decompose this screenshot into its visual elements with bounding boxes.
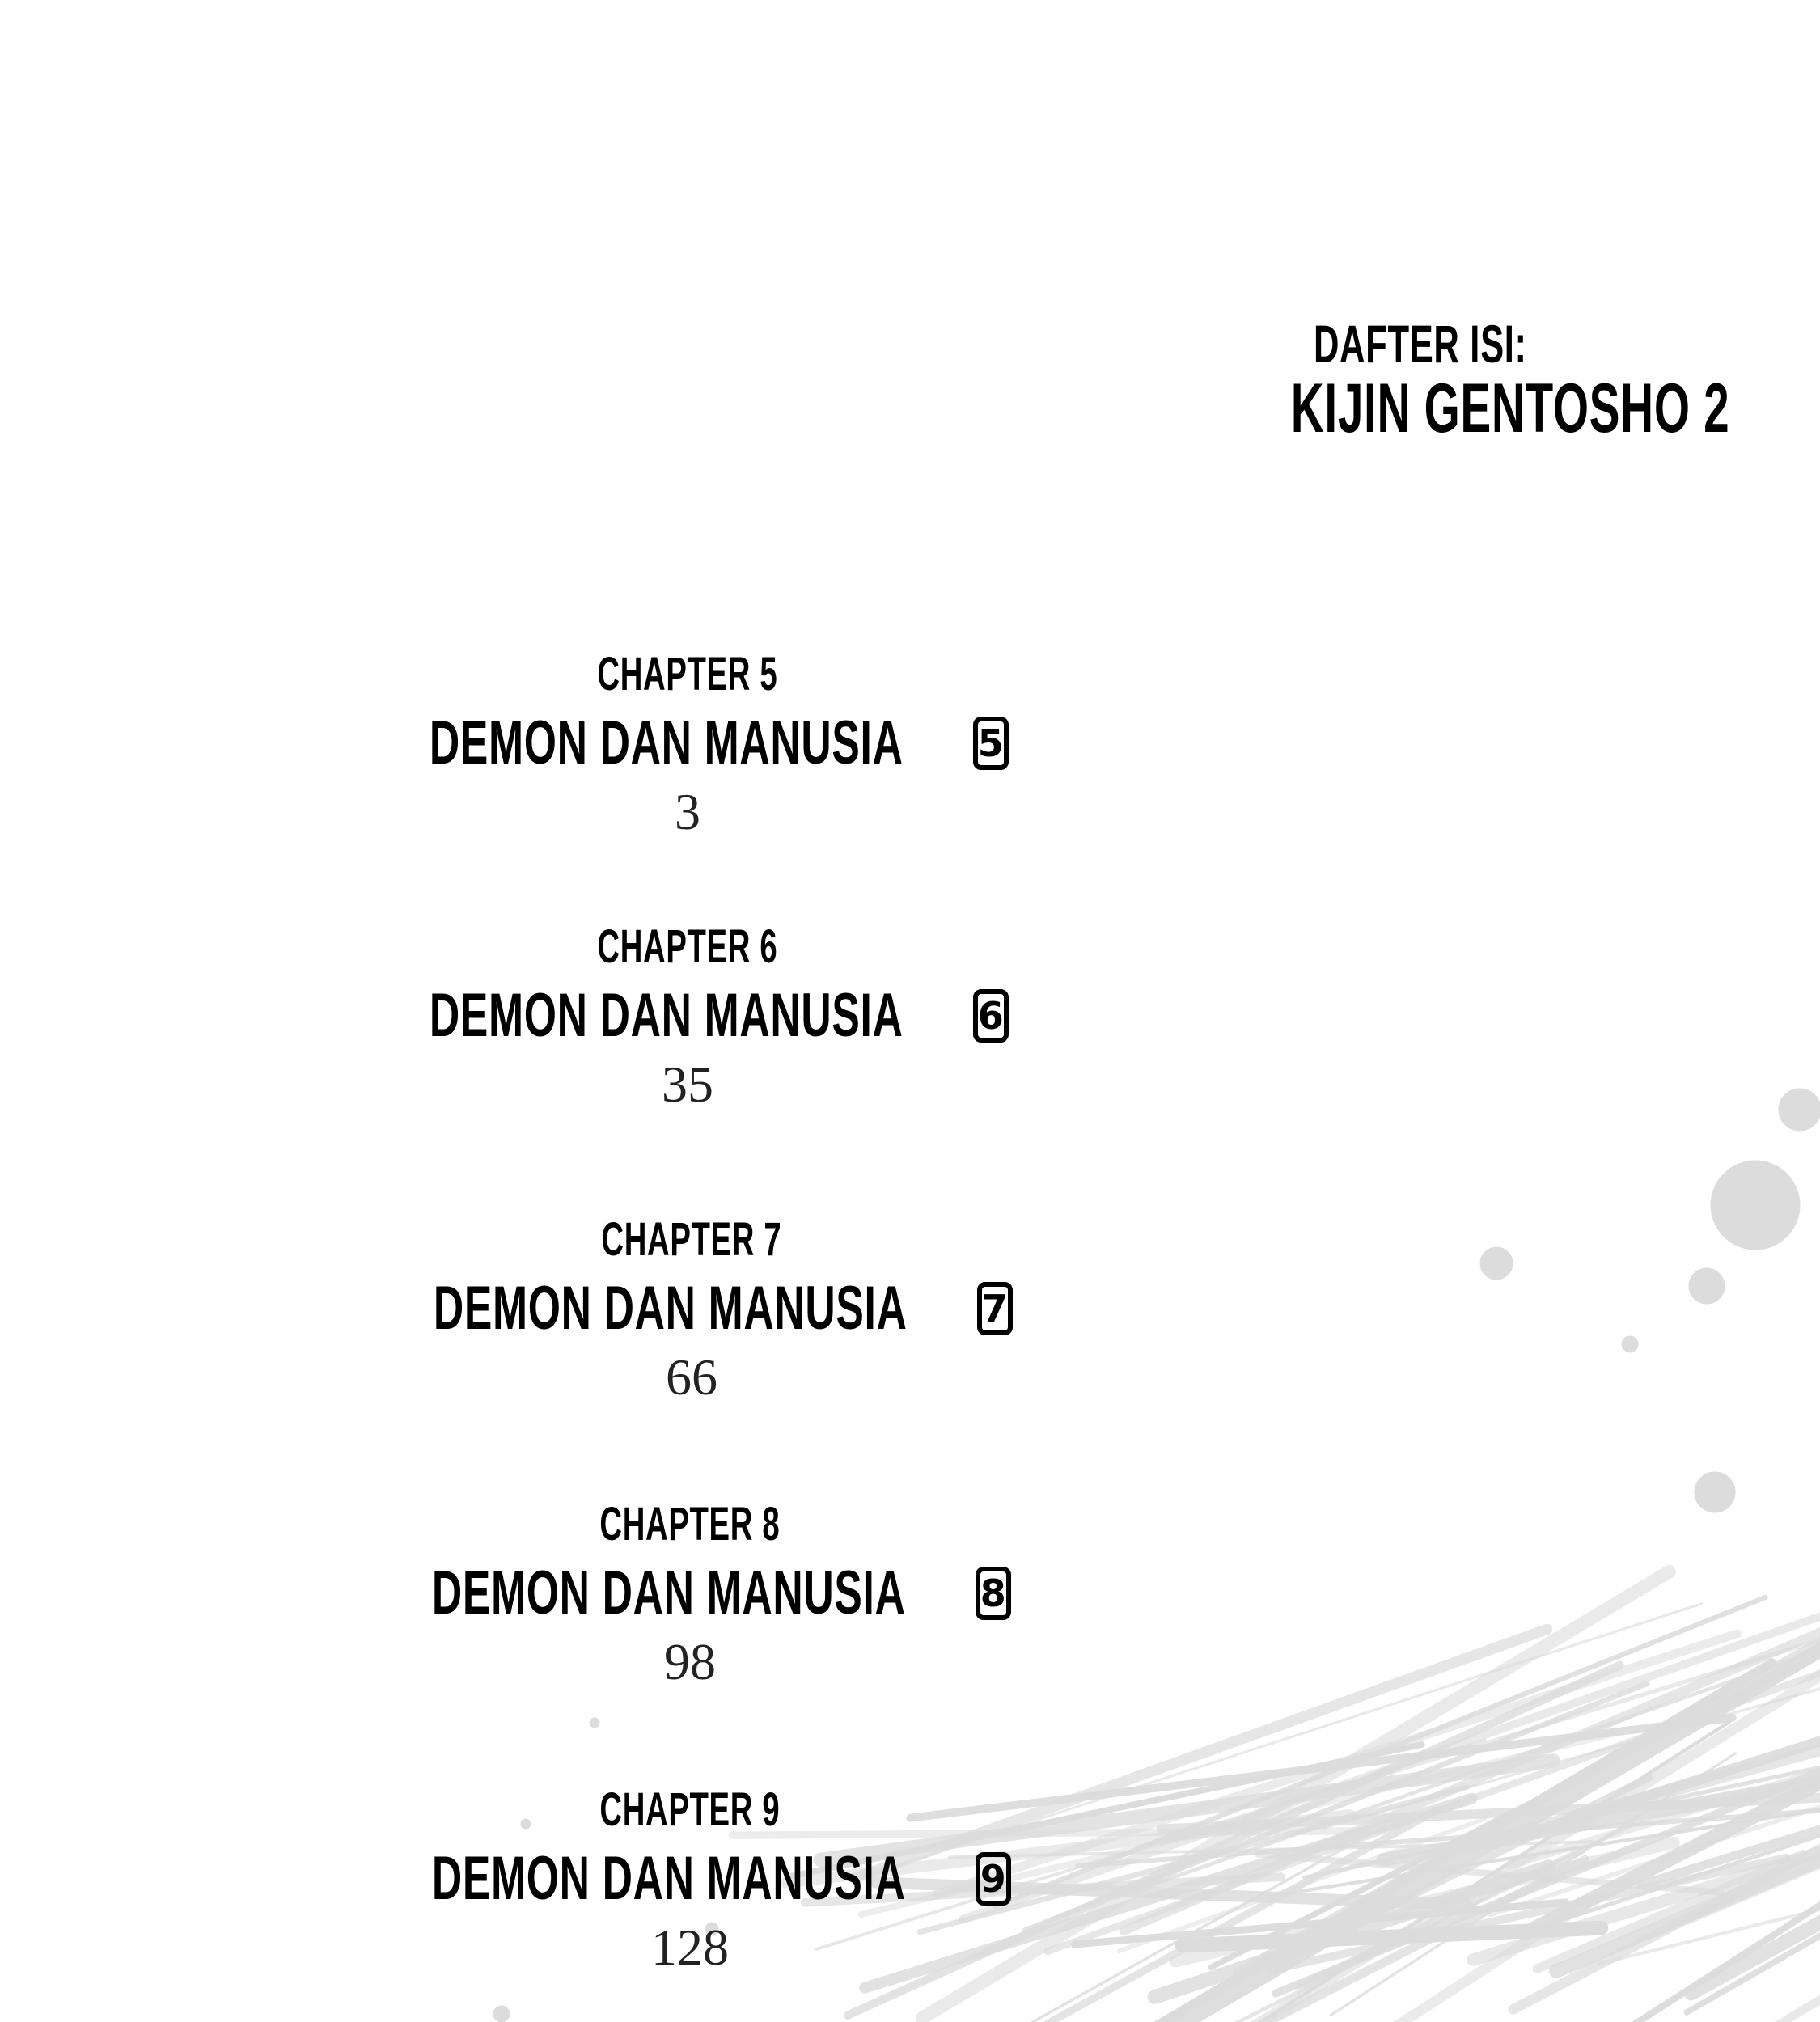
chapter-label: CHAPTER 5 [597, 648, 778, 700]
brush-stroke [728, 1827, 1372, 1839]
ink-dot [705, 1922, 719, 1936]
brush-stroke [1272, 1767, 1820, 1998]
chapter-label: CHAPTER 6 [597, 920, 778, 973]
chapter-label: CHAPTER 8 [599, 1498, 781, 1550]
ink-dot [1688, 1267, 1725, 1305]
brush-stroke [1467, 1846, 1820, 1966]
brush-stroke [784, 1741, 1425, 1880]
chapter-title: DEMON DAN MANUSIA [430, 709, 904, 777]
brush-stroke [1480, 1742, 1820, 1848]
ink-dot [1621, 1335, 1639, 1353]
chapter-title: DEMON DAN MANUSIA [434, 1274, 908, 1343]
chapter-number-badge: 6 [972, 989, 1009, 1043]
brush-stroke [1170, 1641, 1820, 2022]
chapter-page-number: 66 [666, 1348, 717, 1406]
brush-stroke [1597, 1907, 1820, 1966]
toc-entry-chapter-9[interactable]: CHAPTER 9 DEMON DAN MANUSIA 9 128 [432, 1782, 1011, 1976]
brush-stroke [1302, 1765, 1820, 1880]
chapter-title: DEMON DAN MANUSIA [430, 981, 904, 1050]
chapter-number-badge: 9 [975, 1852, 1011, 1906]
brush-stroke [1488, 1804, 1820, 1918]
brush-stroke [1113, 1648, 1820, 1900]
ink-dot [1778, 1088, 1820, 1132]
brush-stroke [843, 1660, 1624, 2020]
chapter-page-number: 3 [675, 783, 700, 840]
toc-label-row: DAFTER ISI: [1178, 311, 1663, 376]
toc-label: DAFTER ISI: [1314, 314, 1527, 374]
chapter-title: DEMON DAN MANUSIA [432, 1559, 906, 1627]
ink-dot [493, 2005, 510, 2022]
chapter-label: CHAPTER 7 [601, 1213, 782, 1266]
toc-entry-chapter-8[interactable]: CHAPTER 8 DEMON DAN MANUSIA 8 98 [432, 1496, 1011, 1690]
brush-stroke [1505, 1767, 1820, 1870]
brush-stroke [1637, 1825, 1820, 1889]
chapter-number-badge: 8 [975, 1567, 1011, 1620]
brush-stroke [959, 1612, 1820, 1923]
brush-stroke [916, 1784, 1470, 1935]
brush-stroke [1323, 1687, 1820, 1830]
toc-entry-chapter-7[interactable]: CHAPTER 7 DEMON DAN MANUSIA 7 66 [434, 1212, 1013, 1406]
brush-stroke [1022, 1681, 1650, 1933]
toc-entry-chapter-6[interactable]: CHAPTER 6 DEMON DAN MANUSIA 6 35 [430, 919, 1009, 1113]
ink-dot [520, 1818, 531, 1830]
chapter-page-number: 98 [664, 1633, 716, 1690]
ink-dot [1710, 1160, 1801, 1250]
ink-dot [1694, 1471, 1736, 1513]
brush-stroke [1232, 1636, 1820, 1978]
chapter-label: CHAPTER 9 [599, 1783, 781, 1836]
brush-stroke [1556, 1833, 1820, 1923]
chapter-page-number: 128 [651, 1918, 729, 1976]
ink-dot [589, 1717, 600, 1728]
toc-entry-chapter-5[interactable]: CHAPTER 5 DEMON DAN MANUSIA 5 3 [430, 646, 1009, 840]
brush-stroke [1549, 1852, 1820, 1978]
brush-stroke [1030, 1823, 1387, 2022]
brush-stroke [1684, 1914, 1820, 2001]
chapter-number-badge: 5 [972, 717, 1009, 770]
book-title-row: KIJIN GENTOSHO 2 [1178, 368, 1729, 449]
brush-stroke [992, 1594, 1768, 1910]
ink-dot [1479, 1246, 1513, 1280]
book-title: KIJIN GENTOSHO 2 [1290, 370, 1730, 447]
chapter-title: DEMON DAN MANUSIA [432, 1844, 906, 1913]
chapter-page-number: 35 [662, 1055, 713, 1113]
chapter-number-badge: 7 [976, 1282, 1013, 1335]
brush-stroke [863, 1602, 1704, 1877]
brush-stroke [1683, 1932, 1820, 2016]
brush-stroke [1517, 1774, 1820, 1941]
